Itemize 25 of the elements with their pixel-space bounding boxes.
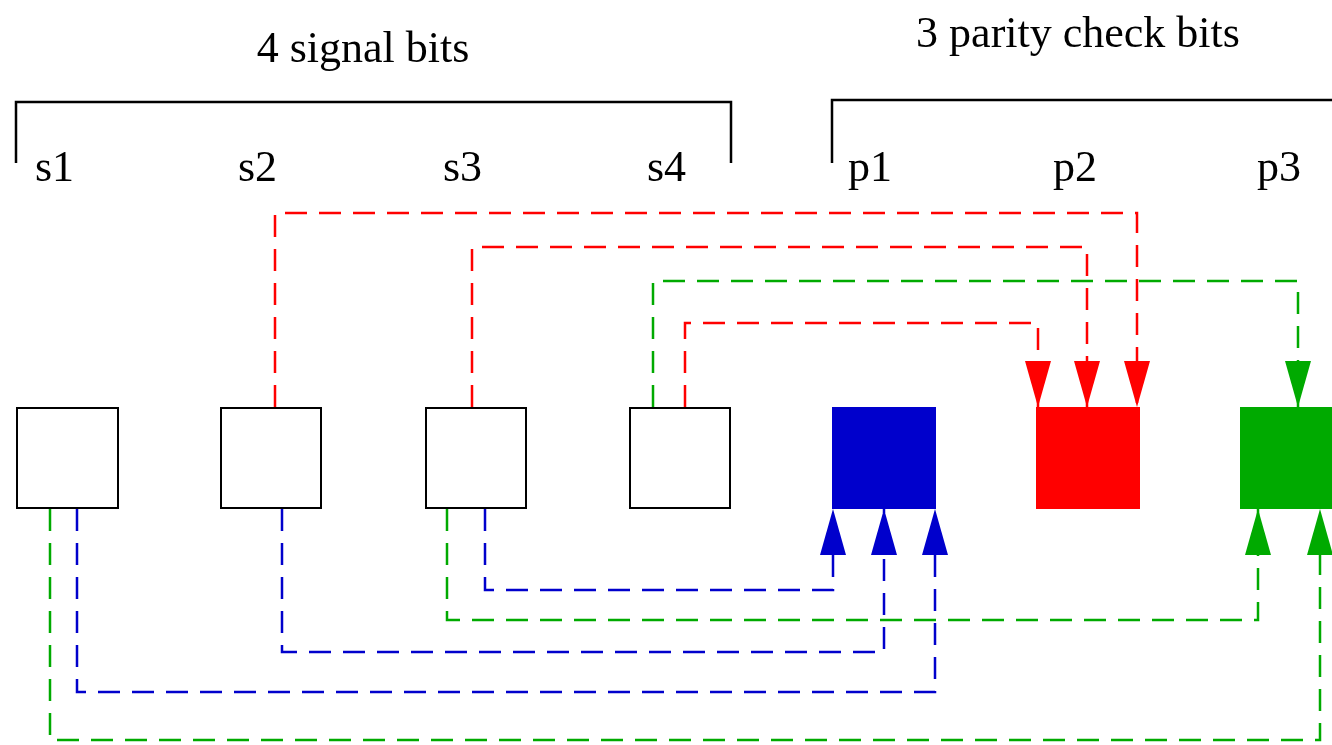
parity-bit-box: [832, 407, 936, 509]
dashed-arrow: [280, 509, 897, 654]
bit-label: p3: [1257, 145, 1301, 189]
bit-label: p2: [1053, 145, 1097, 189]
bit-label: p1: [848, 145, 892, 189]
bit-label: s2: [238, 145, 278, 189]
bit-label: s1: [35, 145, 75, 189]
bit-label: s4: [647, 145, 687, 189]
dashed-arrow: [273, 211, 1150, 407]
bit-label: s3: [443, 145, 483, 189]
dashed-arrow: [445, 509, 1271, 622]
parity-bit-box: [1036, 407, 1140, 509]
dashed-arrow: [470, 245, 1100, 407]
signal-bit-box: [629, 407, 731, 509]
parity-bit-box: [1240, 407, 1332, 509]
dashed-arrow: [483, 509, 846, 592]
dashed-arrow: [651, 279, 1311, 407]
dashed-arrow: [683, 321, 1051, 407]
group-title: 3 parity check bits: [916, 11, 1240, 55]
signal-bit-box: [425, 407, 527, 509]
signal-bit-box: [220, 407, 322, 509]
group-title: 4 signal bits: [256, 26, 470, 70]
dashed-arrow: [75, 509, 948, 694]
dashed-arrow: [48, 509, 1332, 742]
signal-bit-box: [16, 407, 119, 509]
